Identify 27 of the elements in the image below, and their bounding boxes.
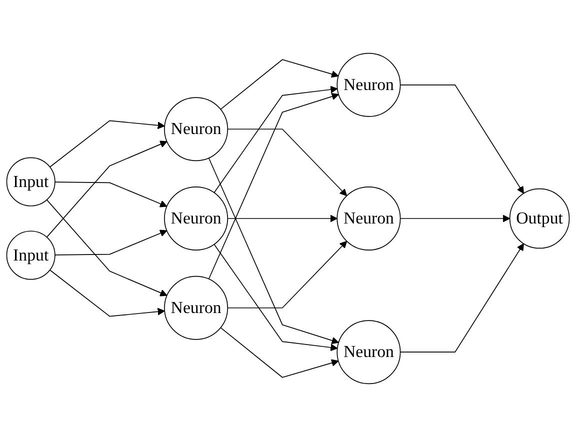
arrow [54,182,168,208]
arrow [400,84,524,194]
arrow [214,244,338,352]
node-circle: Input [6,157,56,206]
node-circle: Neuron [336,186,401,250]
node-circle: Neuron [164,97,228,162]
arrow [400,243,524,353]
arrow [227,240,348,308]
arrow [46,199,168,296]
arrow [227,128,348,196]
arrow [49,270,165,317]
arrow [220,327,339,378]
arrow [400,214,510,222]
arrow [220,59,339,110]
node-circle: Neuron [164,276,228,340]
node-circle: Input [6,230,56,280]
arrow [46,140,168,238]
node-circle: Neuron [336,52,401,117]
arrow [208,158,339,344]
arrow [49,120,165,168]
arrow [54,230,168,256]
arrow [208,92,339,280]
node-circle: Neuron [336,320,401,384]
arrow [227,214,338,222]
arrow [214,86,338,194]
node-circle: Output [509,188,570,249]
node-circle: Neuron [164,186,228,250]
